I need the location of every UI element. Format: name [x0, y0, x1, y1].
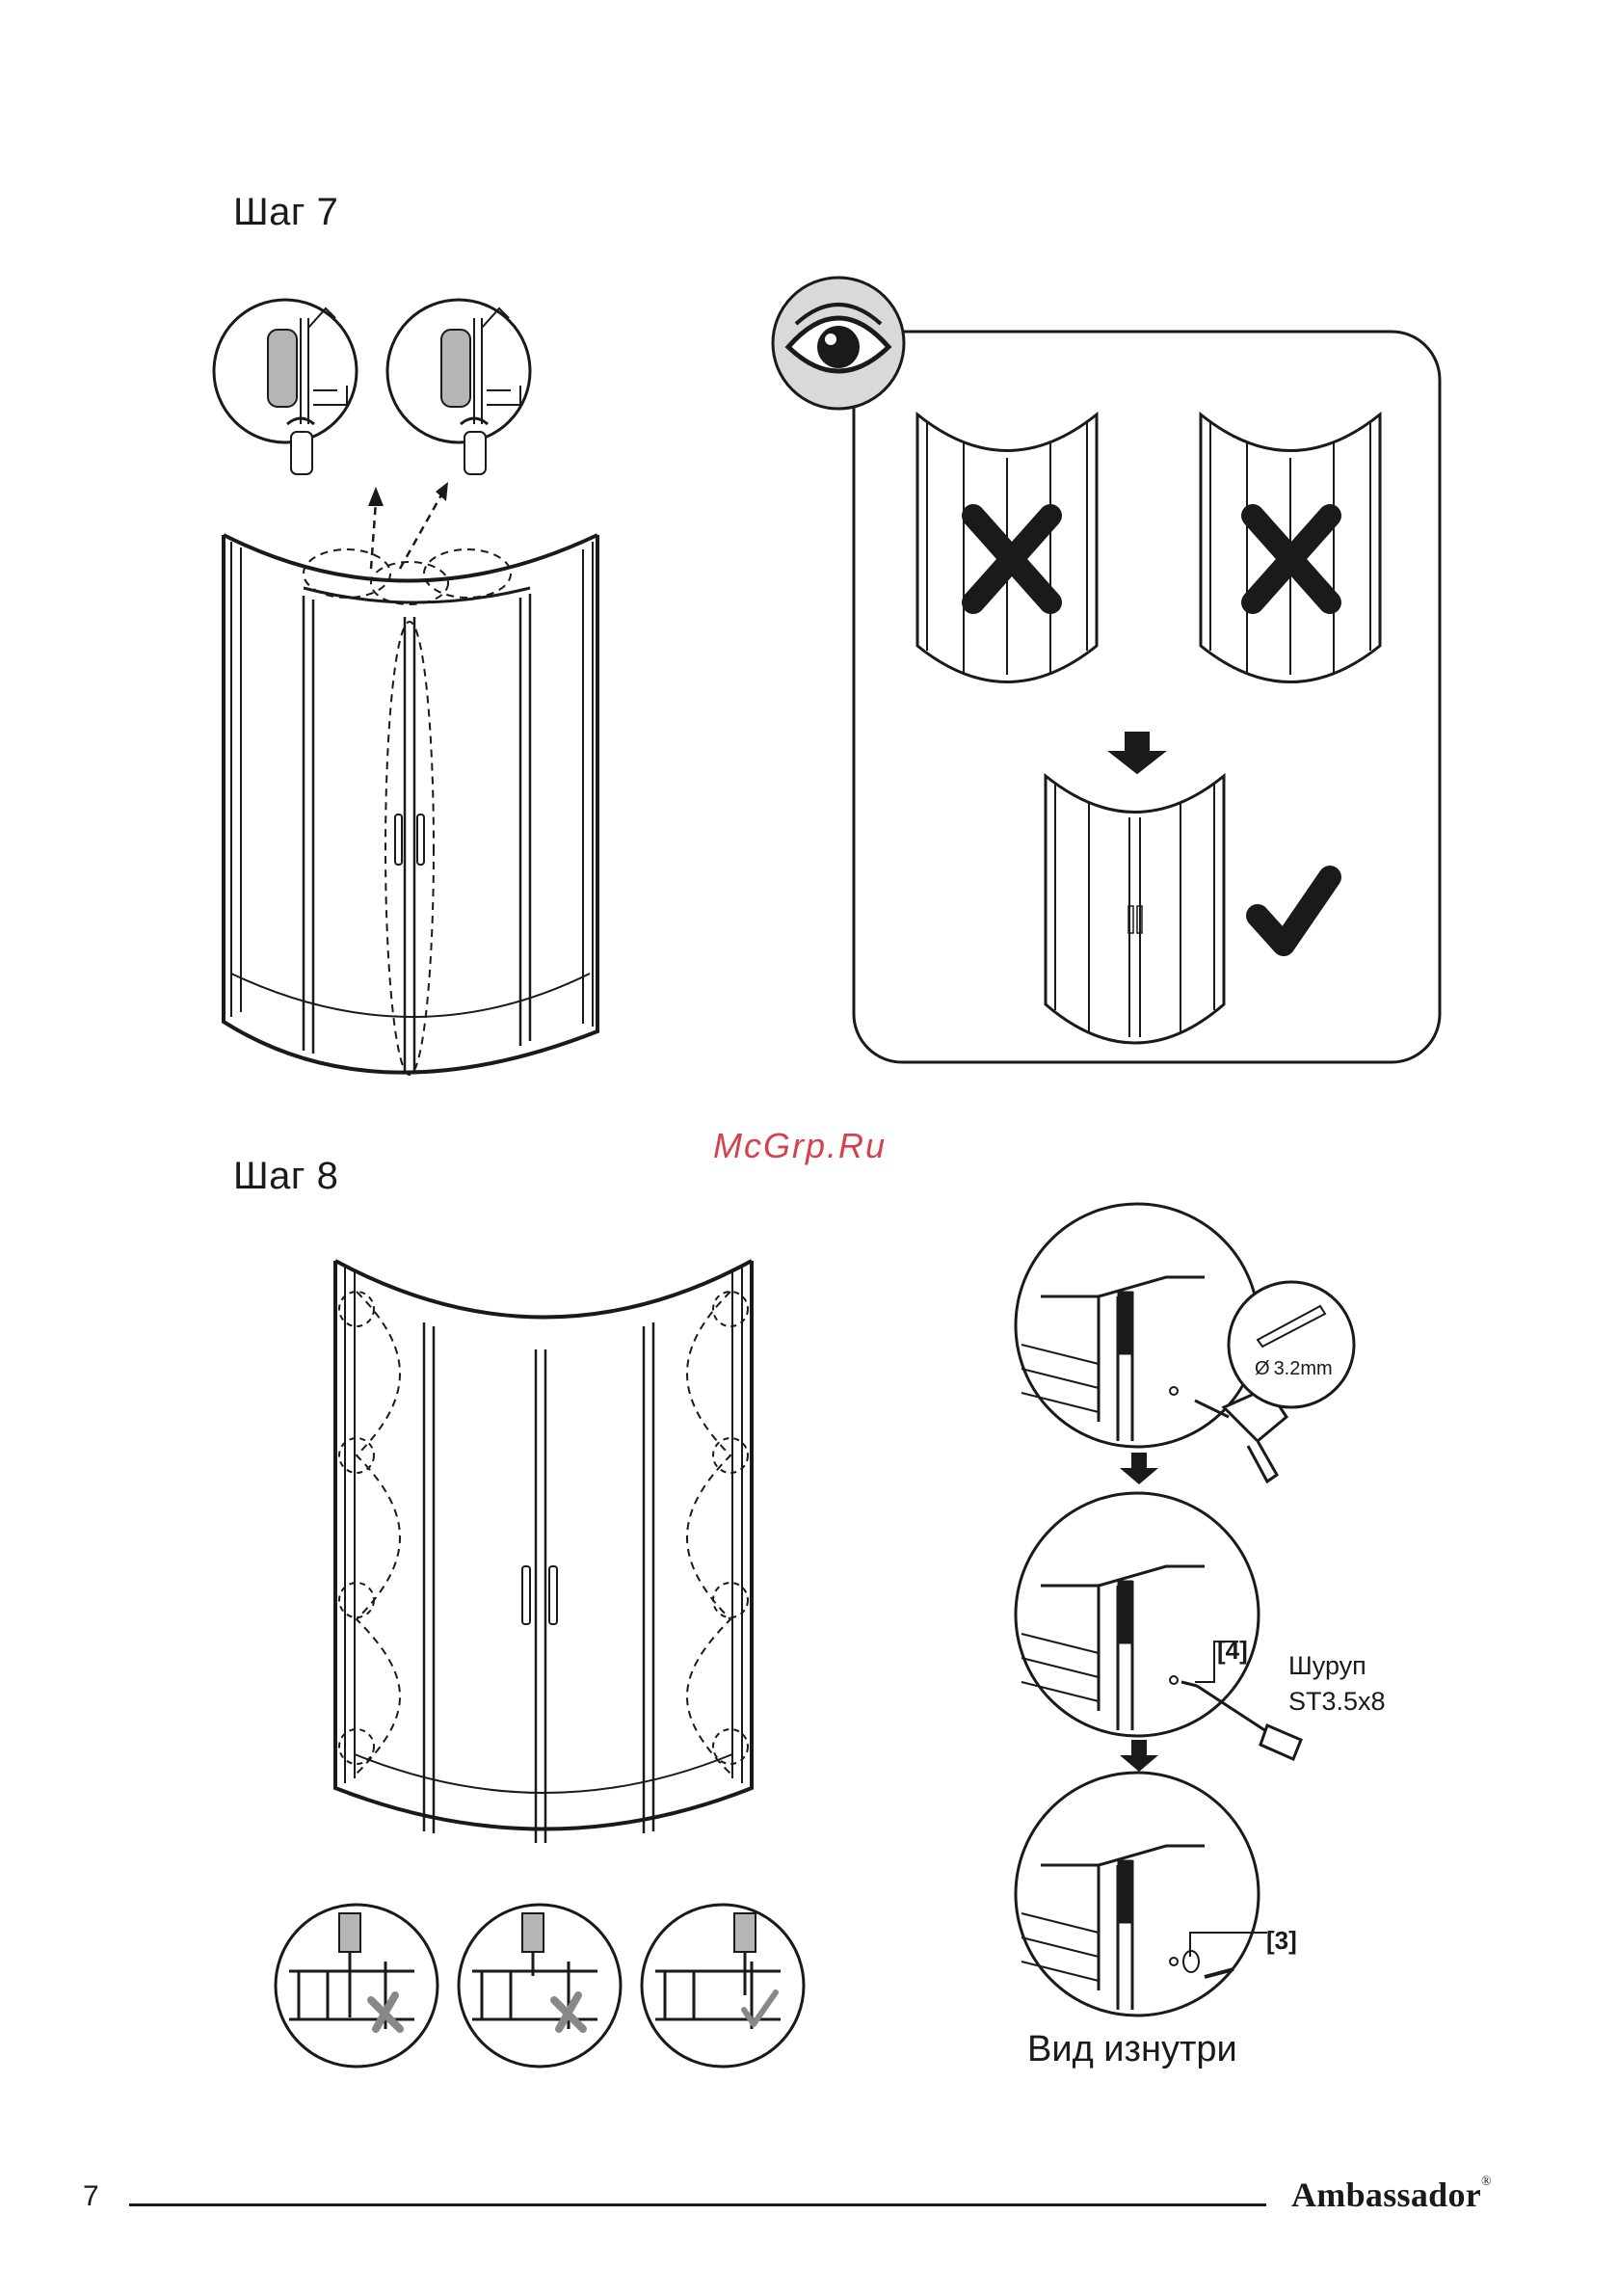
step8-title: Шаг 8	[233, 1155, 338, 1198]
roller-adjust-callout-right	[387, 300, 530, 474]
step7-shower-illustration	[212, 289, 617, 1118]
drilling-depth-details	[270, 1904, 809, 2077]
part-3-label: [3]	[1266, 1926, 1297, 1956]
eye-icon	[773, 278, 904, 409]
screw-spec: ST3.5x8	[1288, 1684, 1386, 1720]
inspection-panel	[771, 270, 1455, 1070]
arrow-down-icon	[1120, 1740, 1158, 1772]
footer-rule	[129, 2203, 1266, 2206]
step8-shower-illustration	[328, 1253, 761, 1870]
shower-enclosure	[224, 535, 597, 1075]
inside-view-detail	[1016, 1773, 1267, 2016]
part-4-label: [4]	[1217, 1636, 1248, 1666]
drill-depth-wrong-1	[276, 1905, 438, 2067]
brand-logo: Ambassador®	[1291, 2175, 1492, 2215]
screw-name: Шуруп	[1288, 1648, 1366, 1684]
screwing-detail	[1016, 1493, 1301, 1759]
page-number: 7	[83, 2180, 99, 2213]
inside-view-caption: Вид изнутри	[1027, 2029, 1237, 2070]
drill-depth-correct	[642, 1905, 804, 2067]
drill-bit-icon	[1229, 1282, 1354, 1407]
step7-title: Шаг 7	[233, 191, 338, 234]
screwdriver-icon	[1197, 1686, 1301, 1759]
arrow-down-icon	[1120, 1453, 1158, 1484]
roller-adjust-callout-left	[214, 300, 357, 474]
drill-depth-wrong-2	[459, 1905, 621, 2067]
watermark: McGrp.Ru	[713, 1126, 887, 1166]
